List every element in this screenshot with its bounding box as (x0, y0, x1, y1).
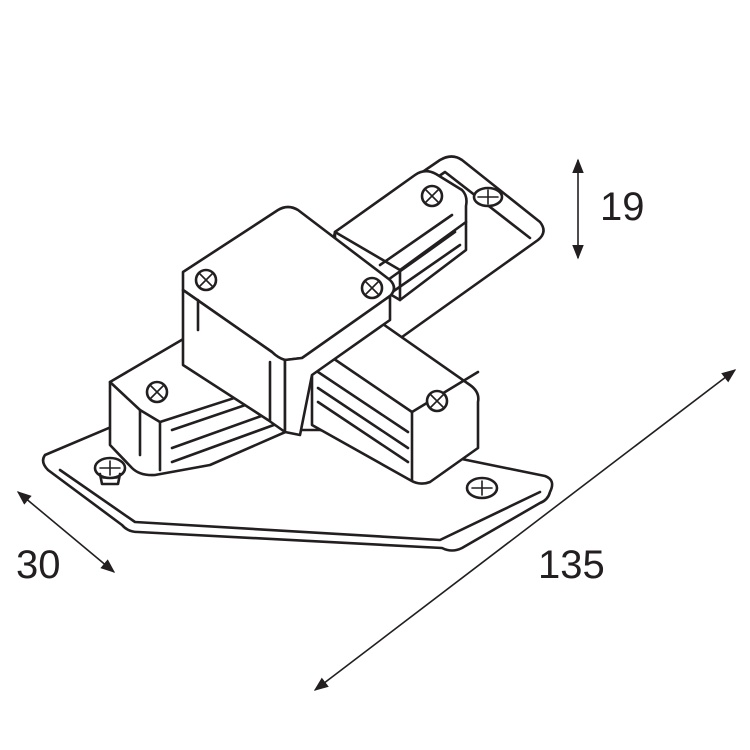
dimension-height-label: 19 (600, 185, 645, 229)
screw-icon (472, 186, 504, 208)
center-block (181, 205, 396, 437)
dimension-arrow-icon (16, 491, 116, 573)
dimension-width-label: 30 (16, 543, 61, 587)
screw-icon (465, 476, 499, 500)
screw-icon (93, 456, 127, 486)
dimension-arrow-icon (313, 369, 737, 691)
dimension-length-label: 135 (538, 543, 605, 587)
